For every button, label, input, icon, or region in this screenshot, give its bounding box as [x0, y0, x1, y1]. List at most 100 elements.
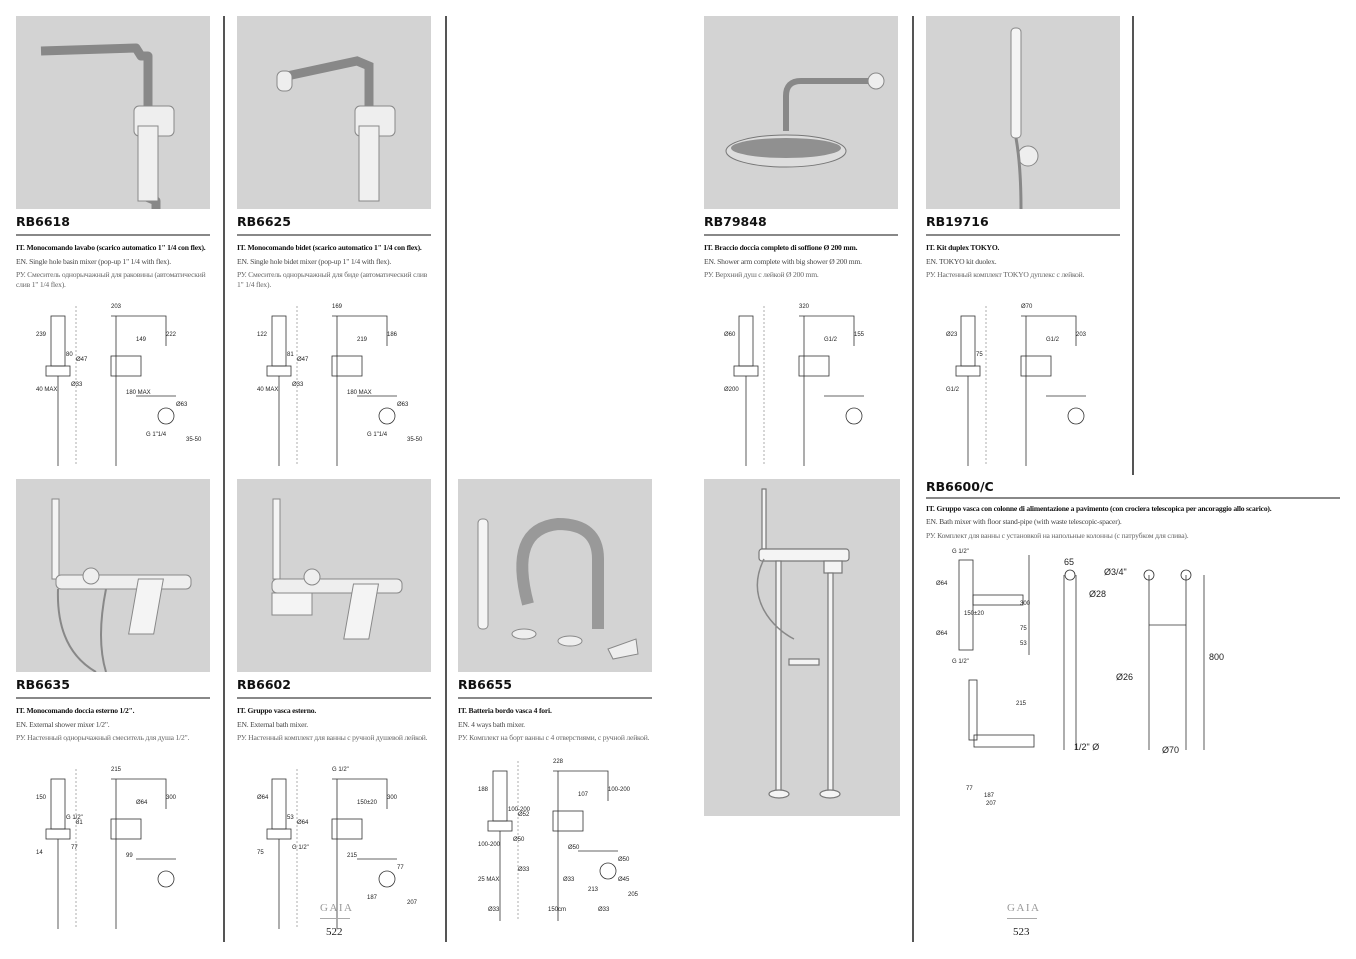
product-code: RB6655	[458, 677, 512, 692]
dimension-label: 203	[1076, 332, 1087, 338]
dimension-label: 300	[1020, 601, 1031, 607]
dimension-label: 222	[166, 332, 177, 338]
dimension-label: G1/2	[824, 337, 838, 343]
dimension-label: Ø64	[136, 800, 148, 806]
description-en: EN. TOKYO kit duolex.	[926, 256, 997, 266]
page-number: 523	[1013, 926, 1030, 938]
dimension-label: Ø47	[297, 357, 309, 363]
product-code: RB6618	[16, 214, 70, 229]
dimension-label: Ø50	[618, 857, 630, 863]
dimension-label: 77	[966, 786, 973, 792]
description-it: IT. Batteria bordo vasca 4 fori.	[458, 706, 552, 715]
column-divider	[223, 16, 225, 942]
dimension-label: 215	[111, 767, 122, 773]
dimension-label: 100-200	[508, 807, 531, 813]
dimension-label: 1/2" Ø	[1074, 742, 1099, 752]
column-divider	[1132, 16, 1134, 475]
dimension-label: 239	[36, 332, 47, 338]
dimension-label: 205	[628, 892, 639, 898]
description-ru: РУ. Смеситель однорычажный для раковины …	[16, 270, 206, 289]
dimension-label: 215	[347, 853, 358, 859]
divider	[926, 234, 1120, 236]
dimension-label: G1/2	[1046, 337, 1060, 343]
dimension-label: Ø50	[513, 837, 525, 843]
description-en: EN. 4 ways bath mixer.	[458, 719, 525, 729]
description-en: EN. External bath mixer.	[237, 719, 308, 729]
dimension-label: Ø64	[936, 631, 948, 637]
dimension-label: 169	[332, 304, 343, 310]
description-en: EN. Bath mixer with floor stand-pipe (wi…	[926, 517, 1122, 526]
product-code: RB6635	[16, 677, 70, 692]
dimension-label: 77	[71, 845, 78, 851]
dimension-label: 53	[287, 815, 294, 821]
dimension-label: 300	[387, 795, 398, 801]
dimension-label: 180 MAX	[347, 390, 372, 396]
dimension-label: 25 MAX	[478, 877, 499, 883]
dimension-label: 99	[126, 853, 133, 859]
description-ru: РУ. Настенный однорычажный смеситель для…	[16, 733, 190, 742]
dimension-label: 14	[36, 850, 43, 856]
dimension-label: 150±20	[357, 800, 378, 806]
dimension-label: 80	[66, 352, 73, 358]
description-ru: РУ. Комплект на борт ванны с 4 отверстия…	[458, 733, 650, 742]
dimension-label: 35-50	[407, 437, 423, 443]
divider	[16, 697, 210, 699]
product-code: RB6625	[237, 214, 291, 229]
description-ru: РУ. Комплект для ванны с установкой на н…	[926, 530, 1189, 540]
dimension-label: G 1"1/4	[367, 432, 388, 438]
dimension-label: Ø47	[76, 357, 88, 363]
dimension-label: Ø28	[1089, 589, 1106, 599]
dimension-label: 75	[257, 850, 264, 856]
dimension-label: Ø33	[563, 877, 575, 883]
dimension-label: 800	[1209, 652, 1224, 662]
dimension-label: Ø33	[598, 907, 610, 913]
description-en: EN. Single hole bidet mixer (pop-up 1" 1…	[237, 256, 392, 266]
dimension-label: 180 MAX	[126, 390, 151, 396]
dimension-label: G 1/2"	[952, 659, 969, 665]
dimension-label: 187	[367, 895, 378, 901]
dimension-label: 53	[1020, 641, 1027, 647]
dimension-label: G 1/2"	[66, 815, 83, 821]
dimension-label: 207	[407, 900, 418, 906]
dimension-label: 100-200	[608, 787, 631, 793]
product-photo	[237, 16, 431, 209]
description-ru: РУ. Смеситель однорычажный для биде (авт…	[237, 270, 428, 289]
divider	[237, 697, 431, 699]
description-en: EN. Single hole basin mixer (pop-up 1" 1…	[16, 256, 171, 266]
dimension-label: 77	[397, 865, 404, 871]
dimension-label: 81	[76, 820, 83, 826]
dimension-label: Ø33	[71, 382, 83, 388]
product-photo	[926, 16, 1120, 210]
dimension-label: 107	[578, 792, 589, 798]
divider	[16, 234, 210, 236]
dimension-label: 207	[986, 801, 997, 807]
dimension-label: 213	[588, 887, 599, 893]
dimension-label: Ø60	[724, 332, 736, 338]
product-photo	[237, 479, 431, 672]
dimension-label: Ø64	[257, 795, 269, 801]
column-divider	[445, 16, 447, 942]
dimension-label: 122	[257, 332, 268, 338]
column-divider	[912, 16, 914, 942]
product-code: RB6602	[237, 677, 291, 692]
brand-logo: GAIA	[320, 902, 354, 914]
dimension-label: Ø3/4"	[1104, 567, 1127, 577]
dimension-label: 40 MAX	[36, 387, 57, 393]
product-info-rb6600c: RB6600/C IT. Gruppo vasca con colonne di…	[926, 479, 1346, 541]
dimension-label: 150	[36, 795, 47, 801]
dimension-label: 75	[976, 352, 983, 358]
description-en: EN. External shower mixer 1/2".	[16, 719, 110, 729]
dimension-label: 100-200	[478, 842, 501, 848]
product-code: RB19716	[926, 214, 989, 229]
description-ru: РУ. Верхний душ с лейкой Ø 200 mm.	[704, 270, 819, 279]
dimension-label: G 1/2"	[952, 549, 969, 555]
description-it: IT. Gruppo vasca esterno.	[237, 706, 317, 715]
dimension-label: 40 MAX	[257, 387, 278, 393]
dimension-label: 186	[387, 332, 398, 338]
description-it: IT. Monocomando doccia esterno 1/2".	[16, 706, 135, 715]
dimension-label: 219	[357, 337, 368, 343]
